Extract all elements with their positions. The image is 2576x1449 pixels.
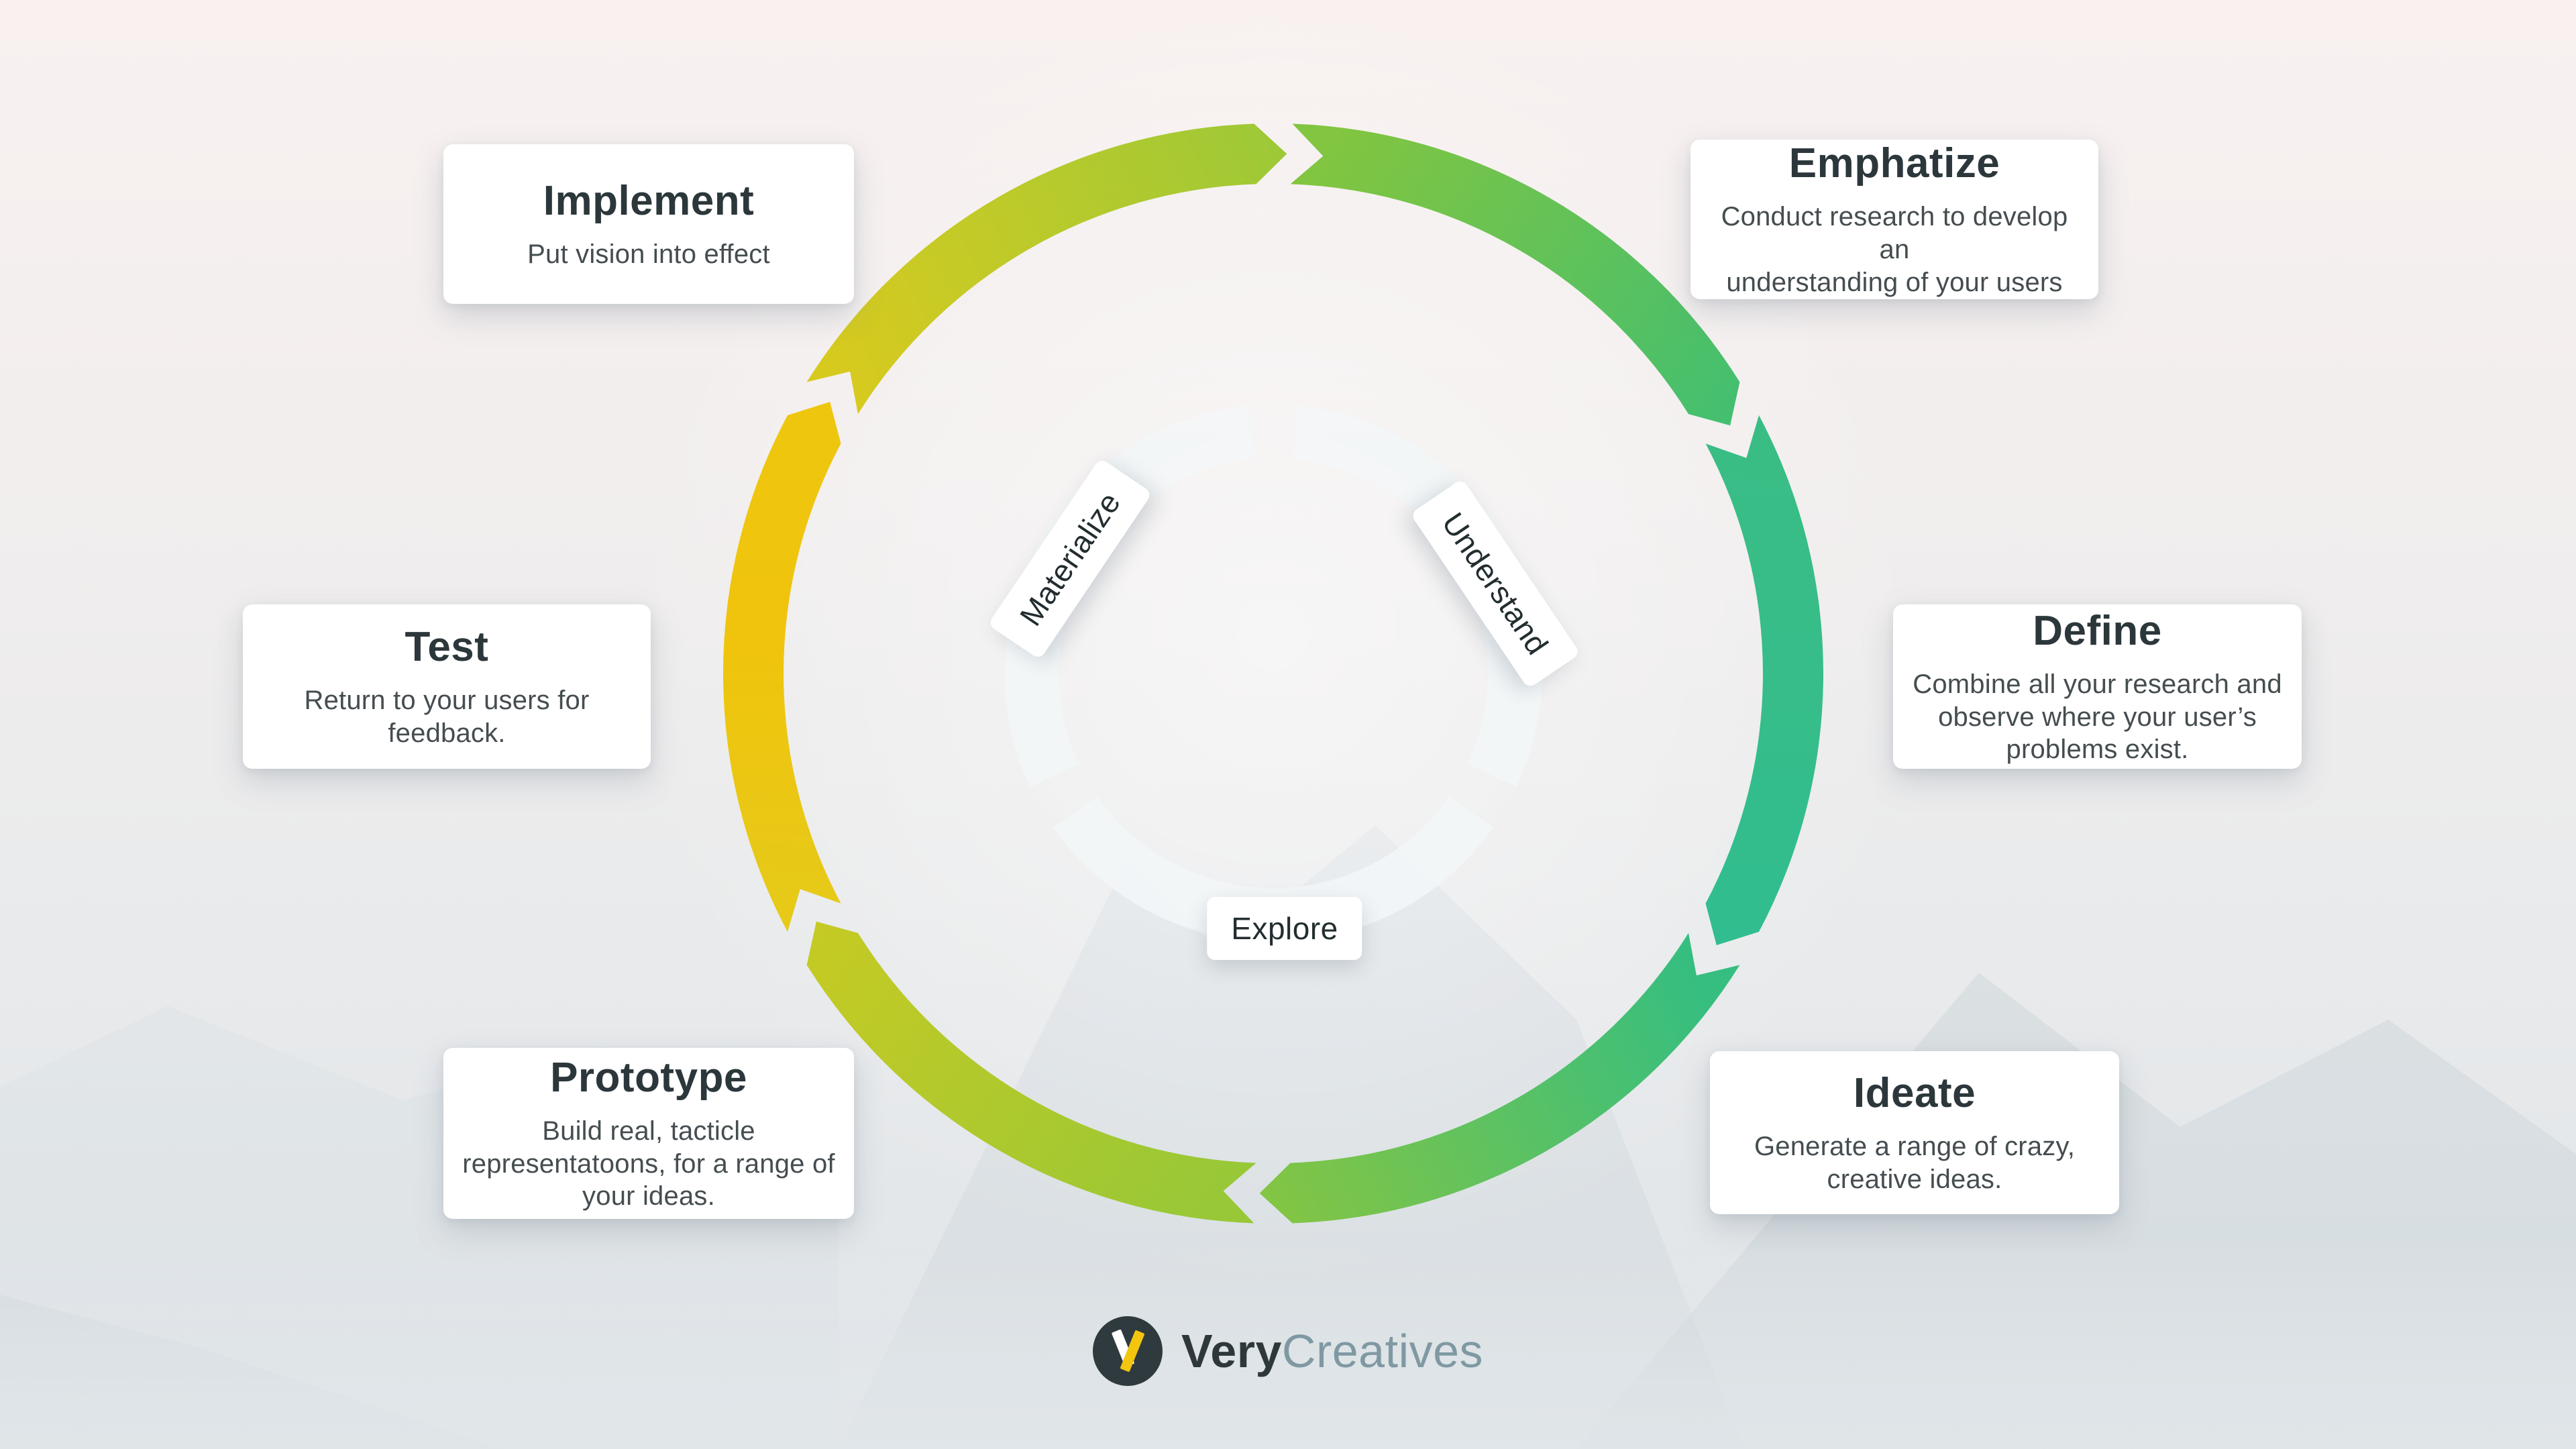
brand-name-second: Creatives bbox=[1281, 1325, 1484, 1377]
card-title: Ideate bbox=[1853, 1070, 1976, 1117]
cycle-label-explore: Explore bbox=[1207, 897, 1362, 960]
card-description: Put vision into effect bbox=[527, 239, 770, 270]
card-title: Prototype bbox=[550, 1054, 747, 1101]
card-define: Define Combine all your research and obs… bbox=[1893, 604, 2302, 769]
card-prototype: Prototype Build real, tacticle represent… bbox=[443, 1048, 854, 1219]
ring-segment-bottom-right bbox=[1259, 932, 1740, 1224]
ring-segment-left bbox=[722, 402, 841, 932]
card-emphatize: Emphatize Conduct research to develop an… bbox=[1690, 140, 2098, 299]
card-ideate: Ideate Generate a range of crazy, creati… bbox=[1710, 1051, 2119, 1214]
ring-segment-right bbox=[1705, 415, 1824, 945]
card-description: Return to your users for feedback. bbox=[304, 686, 590, 748]
card-title: Define bbox=[2033, 607, 2162, 654]
center-glow bbox=[616, 16, 1931, 1331]
brand-logo: VeryCreatives bbox=[0, 1316, 2576, 1386]
ring-segment-bottom-left bbox=[806, 921, 1256, 1224]
card-title: Test bbox=[405, 624, 489, 671]
card-test: Test Return to your users for feedback. bbox=[243, 604, 651, 769]
brand-logo-text: VeryCreatives bbox=[1181, 1324, 1483, 1378]
card-description: Generate a range of crazy, creative idea… bbox=[1754, 1132, 2076, 1194]
card-implement: Implement Put vision into effect bbox=[443, 144, 854, 304]
brand-name-first: Very bbox=[1181, 1325, 1282, 1377]
card-description: Build real, tacticle representatoons, fo… bbox=[462, 1116, 835, 1212]
card-description: Combine all your research and observe wh… bbox=[1913, 669, 2282, 765]
ring-segment-top-left bbox=[806, 123, 1287, 415]
card-title: Implement bbox=[543, 178, 755, 225]
card-description: Conduct research to develop an understan… bbox=[1721, 202, 2068, 297]
brand-logo-mark-icon bbox=[1092, 1316, 1163, 1386]
card-title: Emphatize bbox=[1788, 140, 2000, 187]
ring-segment-top-right bbox=[1290, 123, 1740, 426]
